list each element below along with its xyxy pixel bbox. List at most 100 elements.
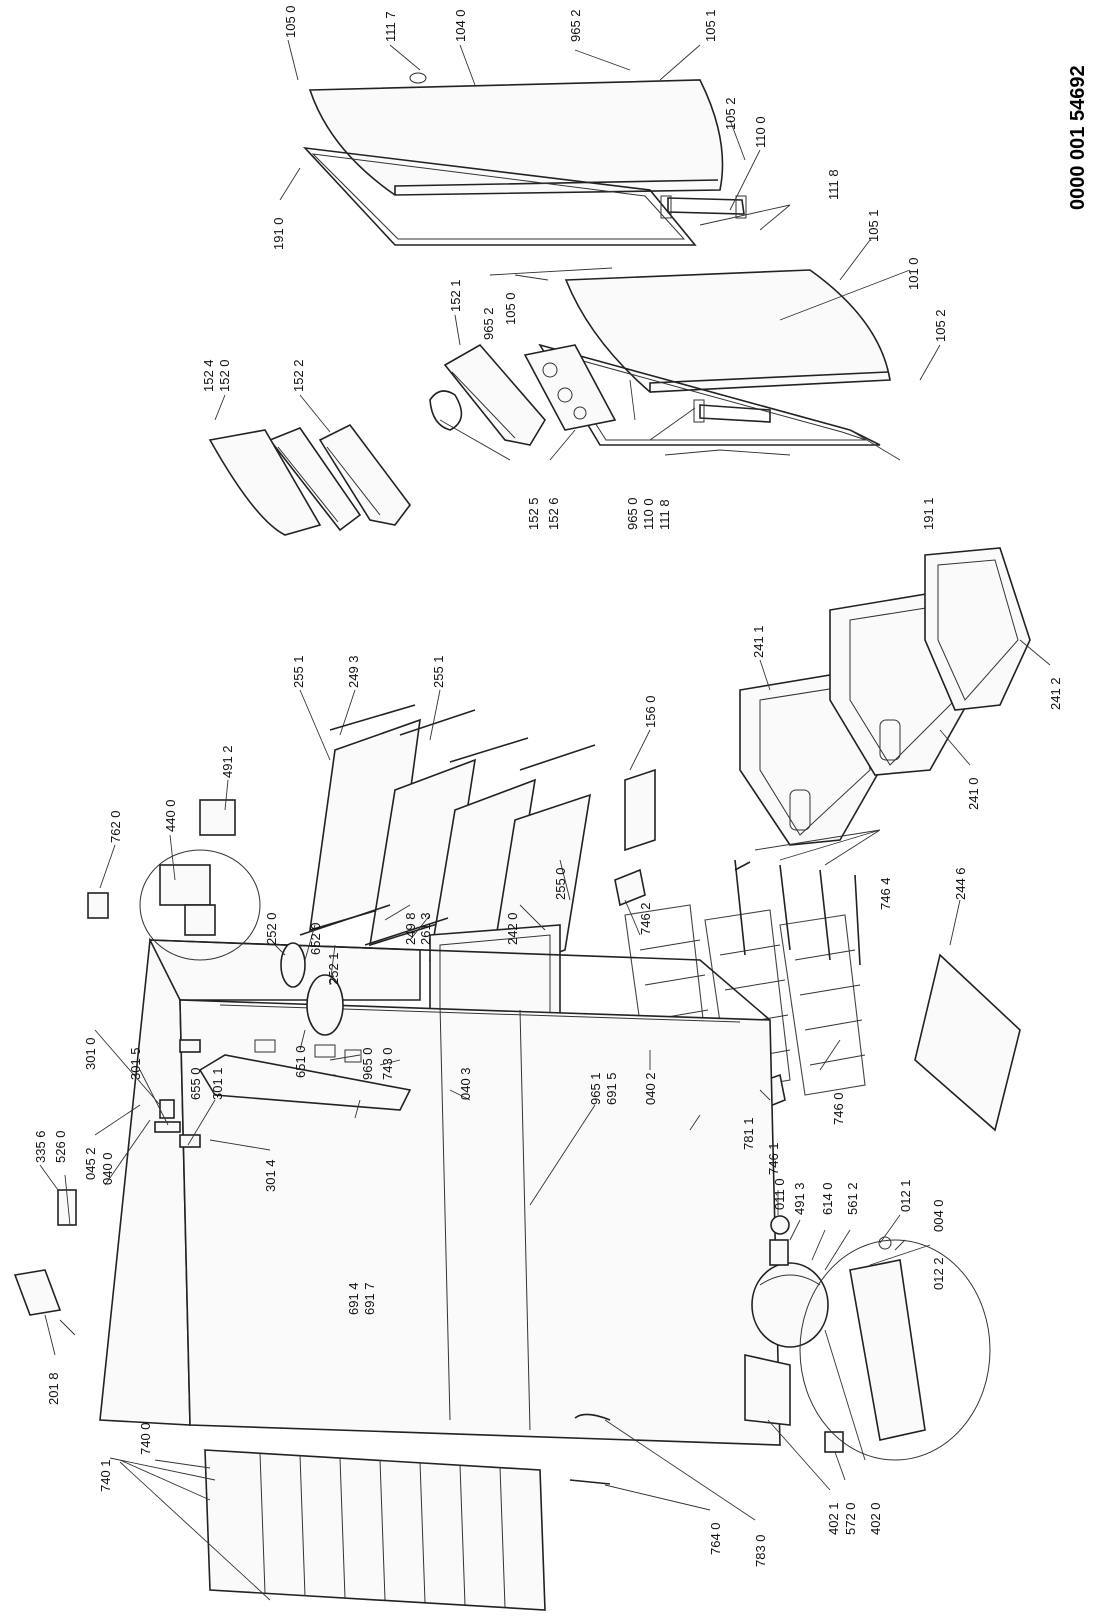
callout-label: 572 0 <box>843 1502 858 1535</box>
callout-label: 740 1 <box>98 1459 113 1492</box>
callout-label: 152 6 <box>546 497 561 530</box>
callout-label: 965 0 <box>360 1047 375 1080</box>
callout-label: 012 2 <box>931 1257 946 1290</box>
callout-label: 691 7 <box>362 1282 377 1315</box>
callout-label: 301 5 <box>128 1047 143 1080</box>
callout-label: 105 1 <box>703 9 718 42</box>
callout-label: 011 0 <box>772 1178 787 1210</box>
lamp-drawing <box>280 942 344 1036</box>
callout-label: 105 1 <box>866 209 881 242</box>
callout-label: 249 3 <box>346 655 361 688</box>
callout-label: 105 0 <box>503 292 518 325</box>
light-housing-drawing <box>198 1054 412 1111</box>
callout-label: 783 0 <box>753 1534 768 1567</box>
callout-label: 402 0 <box>868 1502 883 1535</box>
lower-hinge-drawing <box>693 399 771 423</box>
callout-label: 241 0 <box>966 777 981 810</box>
callout-label: 152 4 <box>201 359 216 392</box>
callout-label: 110 0 <box>753 116 768 148</box>
callout-label: 652 0 <box>308 922 323 955</box>
callout-label: 152 2 <box>291 359 306 392</box>
cover-plate-drawing <box>914 953 1021 1132</box>
callout-label: 261 3 <box>418 912 433 945</box>
door-balcony-152-2-drawing <box>318 423 411 526</box>
upper-hinge-drawing <box>660 195 747 219</box>
callout-labels: 105 0 111 7 104 0 965 2 105 1 105 2 110 … <box>33 5 1063 1567</box>
callout-label: 241 1 <box>751 625 766 658</box>
relay-parts-drawing <box>13 1189 77 1336</box>
callout-label: 301 4 <box>263 1159 278 1192</box>
callout-label: 111 7 <box>383 11 398 42</box>
callout-label: 402 1 <box>826 1502 841 1535</box>
callout-label: 105 2 <box>723 97 738 130</box>
callout-label: 655 0 <box>188 1067 203 1100</box>
crisper-cover-drawing <box>624 768 656 852</box>
callout-label: 045 2 <box>83 1147 98 1180</box>
callout-label: 746 0 <box>831 1092 846 1125</box>
callout-label: 012 1 <box>898 1179 913 1212</box>
callout-label: 491 3 <box>792 1182 807 1215</box>
callout-label: 965 0 <box>625 497 640 530</box>
callout-label: 691 4 <box>346 1282 361 1315</box>
control-parts-drawing <box>154 1039 201 1148</box>
shelf-rails-drawing <box>734 859 861 966</box>
callout-label: 561 2 <box>845 1182 860 1215</box>
callout-label: 201 8 <box>46 1372 61 1405</box>
upper-door-gasket-drawing <box>302 146 697 246</box>
callout-label: 255 1 <box>291 655 306 688</box>
callout-label: 110 0 <box>641 498 656 530</box>
cabinet-drawing <box>99 937 781 1446</box>
callout-label: 301 1 <box>210 1067 225 1100</box>
callout-label: 104 0 <box>453 9 468 42</box>
callout-label: 965 2 <box>481 307 496 340</box>
callout-label: 762 0 <box>108 810 123 843</box>
relay-drawing <box>769 1239 789 1266</box>
callout-label: 105 2 <box>933 309 948 342</box>
upper-door-drawing <box>308 72 724 196</box>
callout-label: 040 0 <box>100 1152 115 1185</box>
callout-label: 152 0 <box>217 359 232 392</box>
callout-label: 440 0 <box>163 799 178 832</box>
callout-label: 965 1 <box>588 1072 603 1105</box>
callout-label: 004 0 <box>931 1199 946 1232</box>
callout-label: 105 0 <box>283 5 298 38</box>
compressor-cover-drawing <box>744 1354 791 1426</box>
callout-label: 252 1 <box>326 952 341 985</box>
callout-label: 965 2 <box>568 9 583 42</box>
callout-label: 244 6 <box>953 867 968 900</box>
callout-label: 746 2 <box>638 902 653 935</box>
callout-label: 255 0 <box>553 867 568 900</box>
document-number: 0000 001 54692 <box>1067 65 1089 210</box>
callout-label: 152 5 <box>526 497 541 530</box>
callout-label: 101 0 <box>906 257 921 290</box>
base-plate-detail-drawing <box>799 1236 991 1461</box>
callout-label: 743 0 <box>380 1047 395 1080</box>
callout-label: 301 0 <box>83 1037 98 1070</box>
callout-label: 111 8 <box>826 169 841 200</box>
callout-label: 242 0 <box>505 912 520 945</box>
part-762-drawing <box>87 892 109 919</box>
condenser-drawing <box>204 1449 546 1611</box>
lower-door-drawing <box>564 269 891 393</box>
callout-label: 691 5 <box>604 1072 619 1105</box>
callout-label: 740 0 <box>138 1422 153 1455</box>
callout-label: 614 0 <box>820 1182 835 1215</box>
callout-label: 249 8 <box>403 912 418 945</box>
callout-label: 651 0 <box>293 1045 308 1078</box>
callout-label: 335 6 <box>33 1130 48 1163</box>
leader-lines <box>39 39 1051 1601</box>
callout-label: 491 2 <box>220 745 235 778</box>
callout-label: 191 0 <box>271 217 286 250</box>
door-balcony-152-0-drawing <box>268 427 362 532</box>
callout-label: 152 1 <box>448 279 463 312</box>
fan-group-drawing <box>139 799 261 961</box>
foot-drawing <box>770 1215 790 1235</box>
door-balcony-152-1-drawing <box>429 343 546 446</box>
callout-label: 111 8 <box>657 499 672 530</box>
compressor-drawing <box>751 1262 829 1348</box>
callout-label: 252 0 <box>264 912 279 945</box>
callout-label: 781 1 <box>741 1117 756 1150</box>
callout-label: 191 1 <box>921 497 936 530</box>
callout-label: 526 0 <box>53 1130 68 1163</box>
